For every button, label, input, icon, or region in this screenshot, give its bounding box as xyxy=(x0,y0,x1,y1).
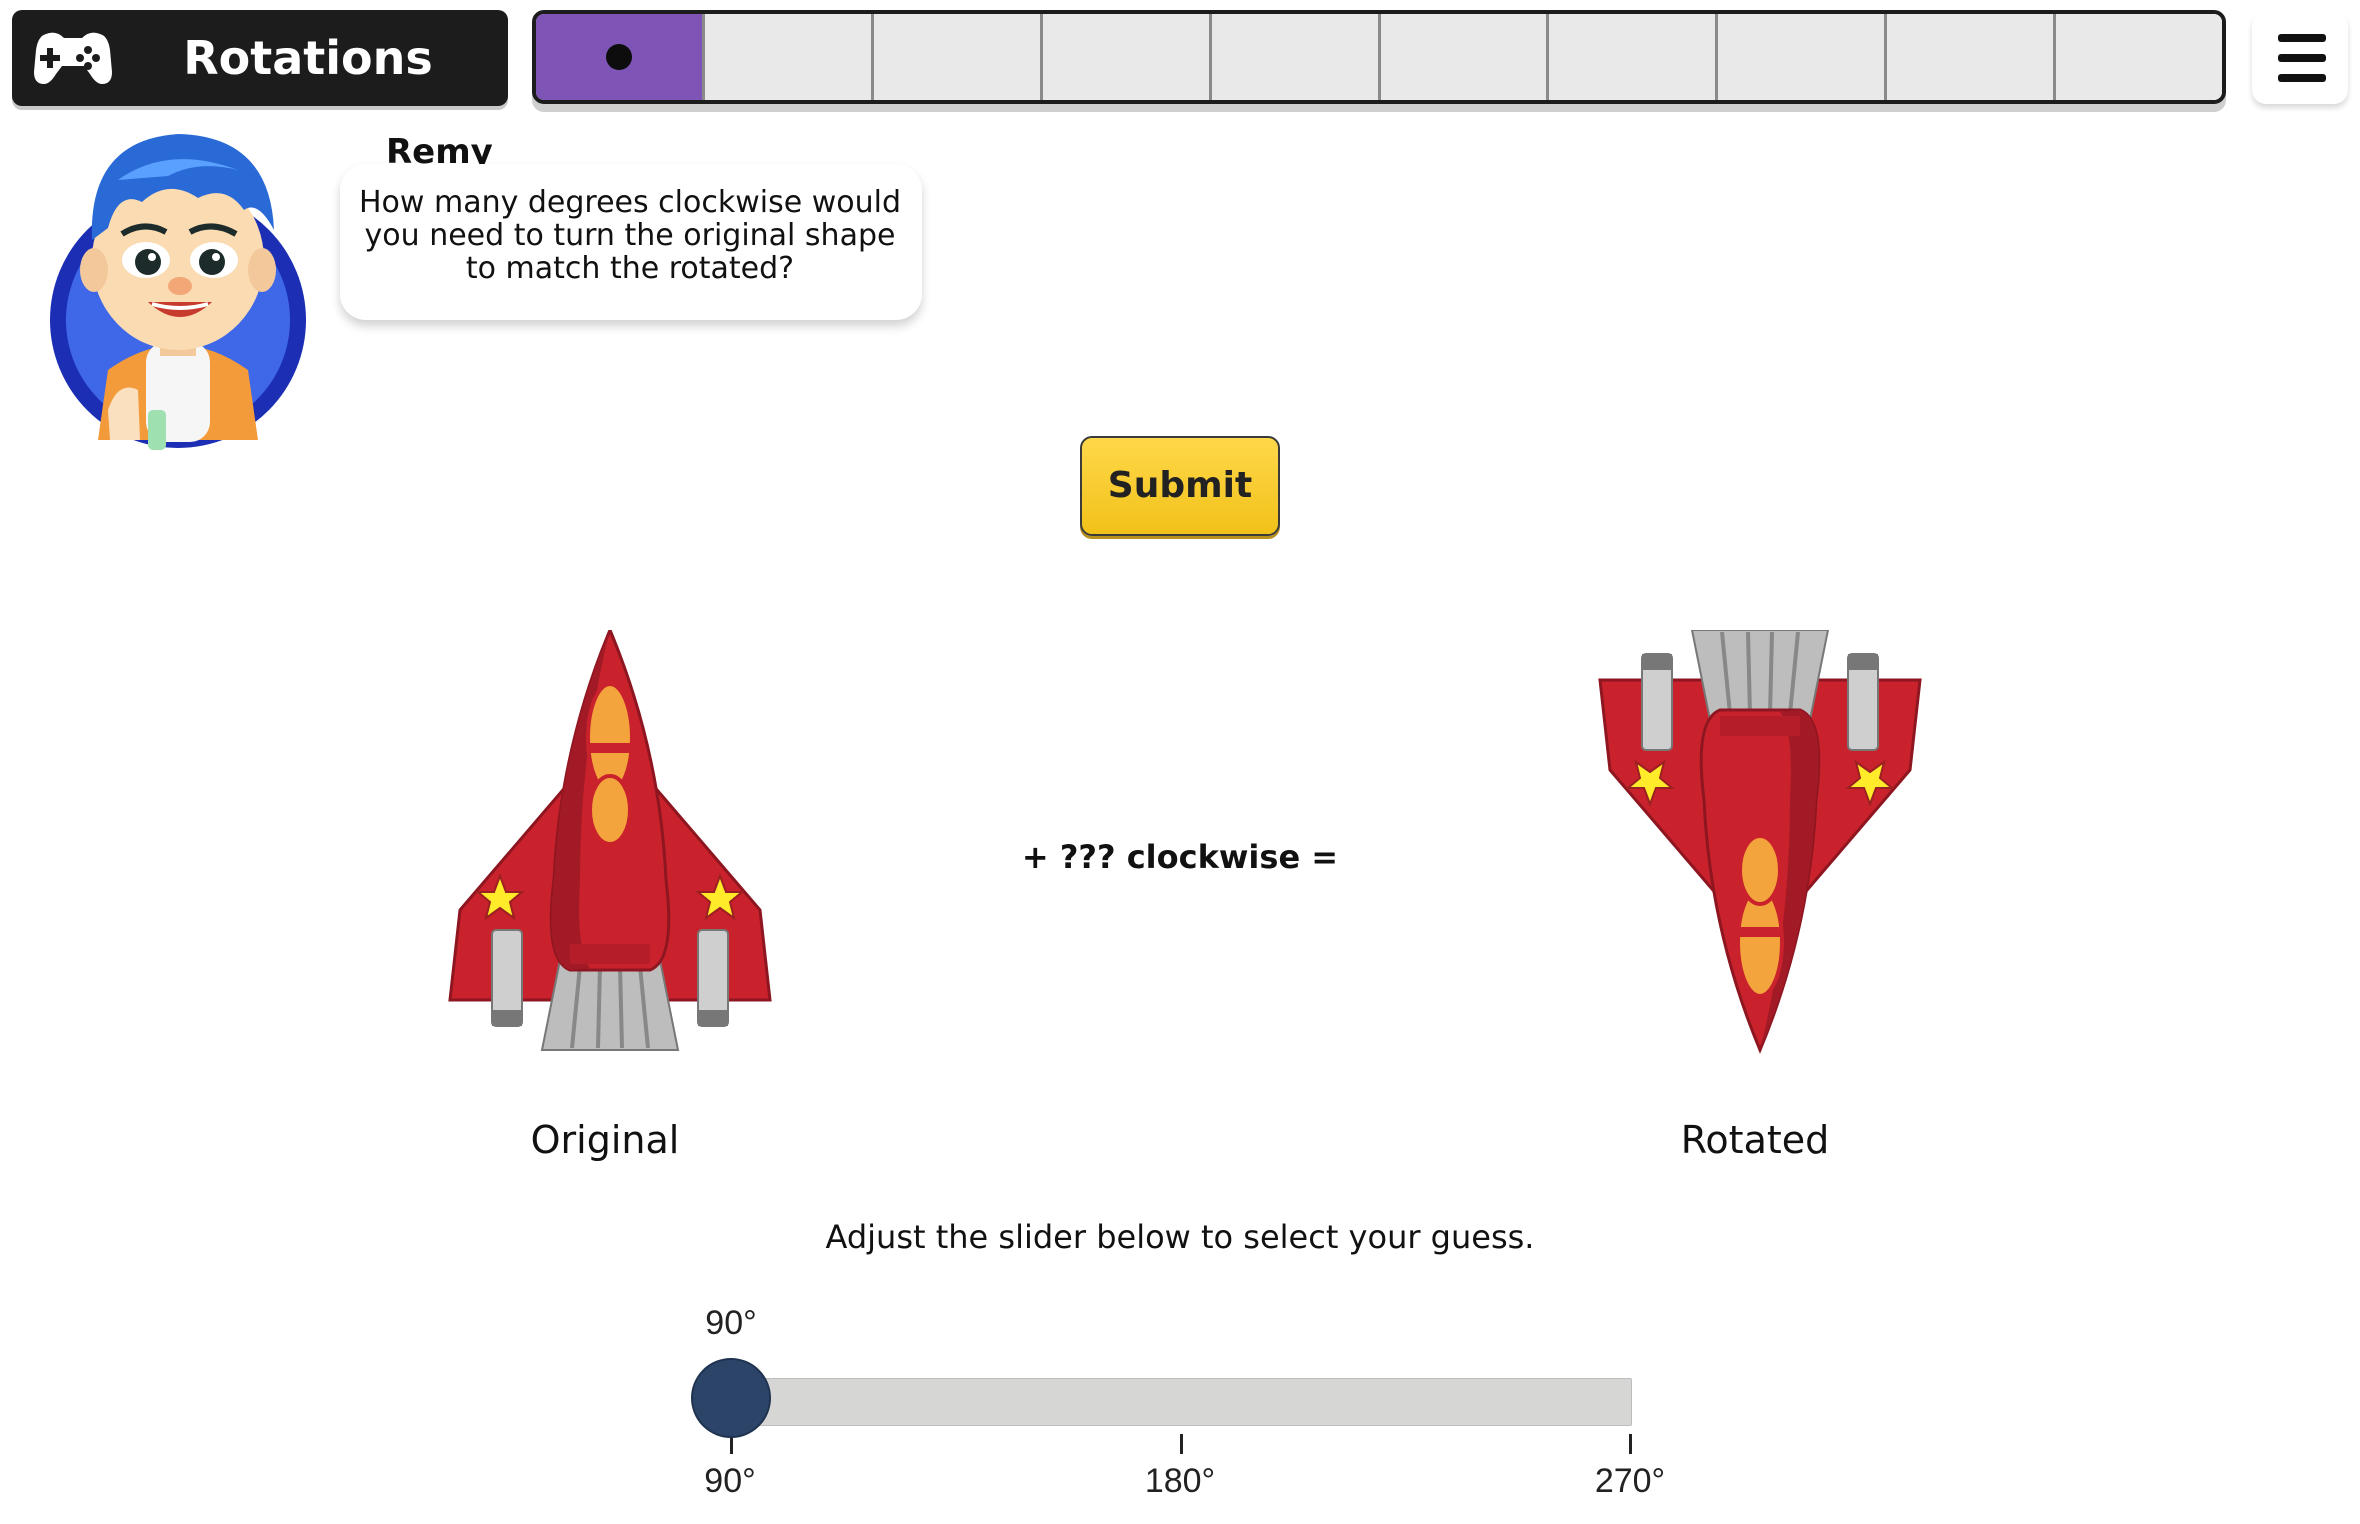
progress-segment xyxy=(1211,14,1381,100)
progress-segment xyxy=(1380,14,1550,100)
slider-current-value: 90° xyxy=(705,1304,757,1342)
progress-bar xyxy=(532,10,2226,104)
progress-segment xyxy=(873,14,1043,100)
progress-marker xyxy=(605,44,632,70)
question-text: How many degrees clockwise would you nee… xyxy=(358,185,902,286)
slider-track[interactable] xyxy=(740,1378,1632,1426)
equation-text: + ??? clockwise = xyxy=(1021,838,1339,876)
progress-segment xyxy=(1887,14,2057,100)
title-bar: Rotations xyxy=(12,10,508,106)
progress-segment xyxy=(1718,14,1888,100)
slider-tick-label: 90° xyxy=(704,1462,756,1500)
slider-tick xyxy=(730,1434,733,1454)
gamepad-icon xyxy=(34,32,112,84)
slider-instruction: Adjust the slider below to select your g… xyxy=(825,1218,1535,1256)
rotated-label: Rotated xyxy=(1680,1118,1830,1162)
speech-bubble xyxy=(340,164,922,320)
slider-tick xyxy=(1629,1434,1632,1454)
progress-segment-current xyxy=(536,14,705,100)
character-avatar xyxy=(50,134,306,450)
slider-tick-label: 180° xyxy=(1144,1462,1216,1500)
slider-tick xyxy=(1180,1434,1183,1454)
slider-tick-label: 270° xyxy=(1594,1462,1666,1500)
progress-segment xyxy=(1549,14,1719,100)
rotated-ship-shape xyxy=(1570,630,1950,1070)
slider-handle[interactable] xyxy=(691,1358,771,1438)
original-label: Original xyxy=(530,1118,680,1162)
progress-segment xyxy=(704,14,874,100)
submit-button[interactable]: Submit xyxy=(1080,436,1280,536)
original-ship-shape xyxy=(420,630,800,1070)
page-title: Rotations xyxy=(183,31,433,85)
progress-segment xyxy=(2056,14,2222,100)
menu-button[interactable] xyxy=(2252,12,2348,104)
progress-segment xyxy=(1042,14,1212,100)
